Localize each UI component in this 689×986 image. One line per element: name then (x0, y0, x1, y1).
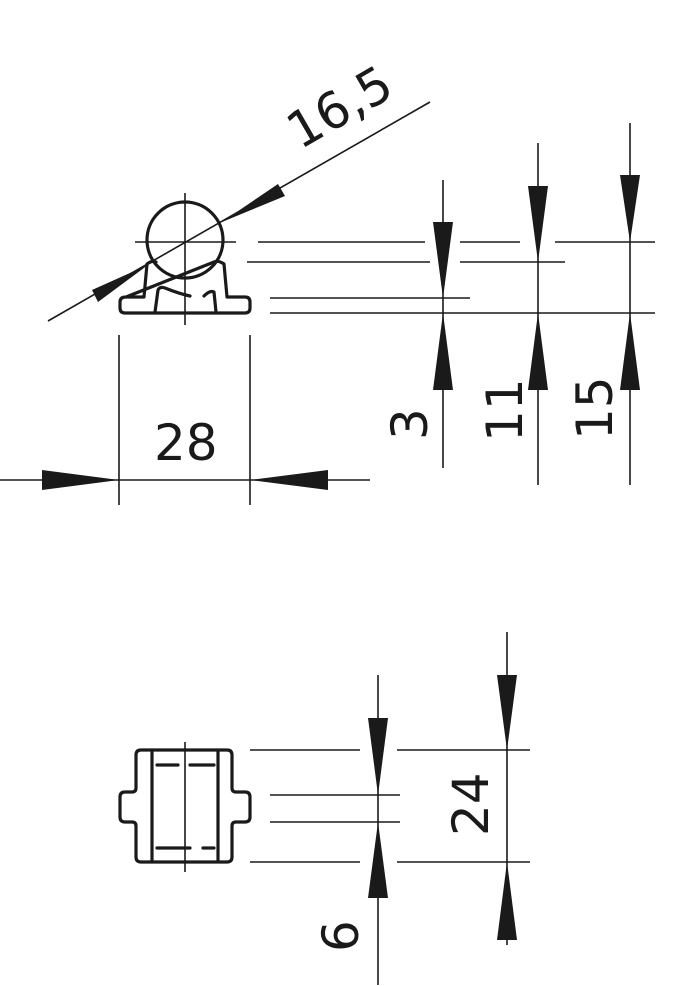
dim-6-label: 6 (312, 920, 370, 952)
dimension-24: 24 (442, 632, 517, 945)
diameter-dimension: 16,5 (47, 54, 431, 322)
dimension-3: 3 (381, 180, 453, 468)
top-view (118, 742, 252, 872)
clip-inner (153, 285, 218, 314)
dim-3-label: 3 (381, 408, 439, 440)
dimension-15: 15 (566, 123, 640, 485)
diameter-label: 16,5 (277, 54, 402, 160)
extension-lines-bottom (250, 749, 530, 863)
dim-11-label: 11 (476, 378, 534, 442)
dim-15-label: 15 (566, 376, 624, 440)
side-view (118, 193, 252, 325)
clip-top-outline (118, 748, 252, 864)
dimension-6: 6 (312, 675, 388, 985)
extension-lines-top (247, 241, 655, 314)
width-label: 28 (154, 414, 218, 472)
dimension-11: 11 (476, 143, 548, 485)
width-dimension: 28 (0, 335, 370, 505)
dim-24-label: 24 (442, 772, 500, 836)
